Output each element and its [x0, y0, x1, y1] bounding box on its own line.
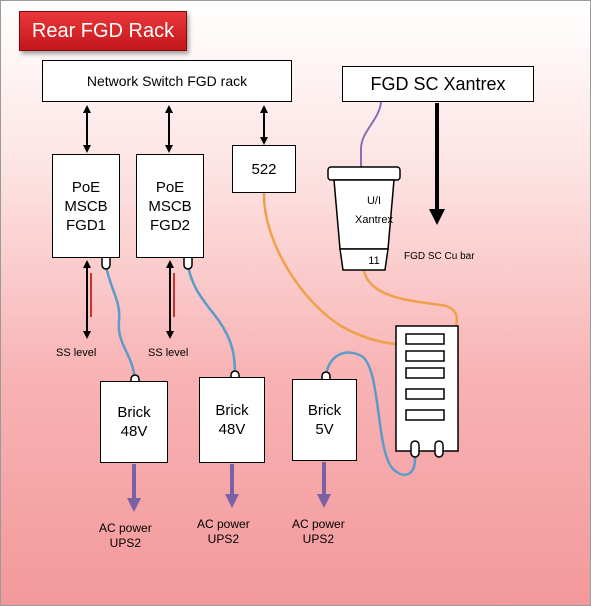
network-switch-label: Network Switch FGD rack — [86, 73, 248, 89]
ac-power-label-3: AC power UPS2 — [292, 517, 345, 547]
brick2-line1: Brick — [215, 402, 249, 419]
xantrex-channel-label: 11 — [368, 255, 380, 267]
blue-cable-brick2 — [186, 265, 237, 376]
brick-5v-box: Brick 5V — [292, 379, 357, 461]
poe2-line1: PoE — [155, 178, 185, 196]
xantrex-ui-unit — [327, 166, 401, 271]
ac-power-label-2: AC power UPS2 — [197, 517, 250, 547]
cu-bar-label: FGD SC Cu bar — [404, 251, 475, 262]
poe1-line3: FGD1 — [65, 216, 106, 234]
ss-level-label-1: SS level — [56, 347, 97, 359]
xantrex-box: FGD SC Xantrex — [342, 66, 534, 102]
xantrex-purple-cable — [360, 101, 382, 167]
ss-level-label-2: SS level — [148, 347, 189, 359]
brick3-line2: 5V — [315, 421, 334, 438]
ac1-line2: UPS2 — [109, 536, 142, 550]
ac2-line1: AC power — [197, 517, 250, 531]
blue-cable-brick1 — [104, 265, 137, 382]
brick2-line2: 48V — [218, 421, 246, 438]
xantrex-unit-label: Xantrex — [355, 214, 393, 226]
ac3-line2: UPS2 — [302, 532, 335, 546]
box-522: 522 — [232, 145, 296, 193]
ac3-line1: AC power — [292, 517, 345, 531]
poe-mscb-fgd1-box: PoE MSCB FGD1 — [52, 154, 120, 258]
brick-48v-2-box: Brick 48V — [199, 377, 265, 463]
box-522-label: 522 — [251, 160, 277, 178]
diagram-title: Rear FGD Rack — [19, 11, 187, 51]
poe1-line1: PoE — [71, 178, 101, 196]
ac-power-label-1: AC power UPS2 — [99, 521, 152, 551]
poe2-line2: MSCB — [148, 197, 192, 215]
poe-mscb-fgd2-box: PoE MSCB FGD2 — [136, 154, 204, 258]
poe2-line3: FGD2 — [149, 216, 190, 234]
orange-cable-xantrex — [362, 270, 459, 338]
orange-cable-522 — [262, 192, 420, 346]
xantrex-ui-label: U/I — [366, 195, 382, 207]
poe1-line2: MSCB — [64, 197, 108, 215]
brick-48v-1-box: Brick 48V — [100, 381, 168, 463]
ac2-line2: UPS2 — [207, 532, 240, 546]
blue-cable-brick3 — [324, 351, 417, 476]
brick1-line2: 48V — [120, 423, 148, 440]
cu-bar-rack — [395, 325, 459, 458]
brick3-line1: Brick — [307, 402, 342, 419]
network-switch-box: Network Switch FGD rack — [42, 60, 292, 102]
xantrex-label: FGD SC Xantrex — [370, 73, 506, 94]
ac1-line1: AC power — [99, 521, 152, 535]
brick1-line1: Brick — [117, 404, 151, 421]
